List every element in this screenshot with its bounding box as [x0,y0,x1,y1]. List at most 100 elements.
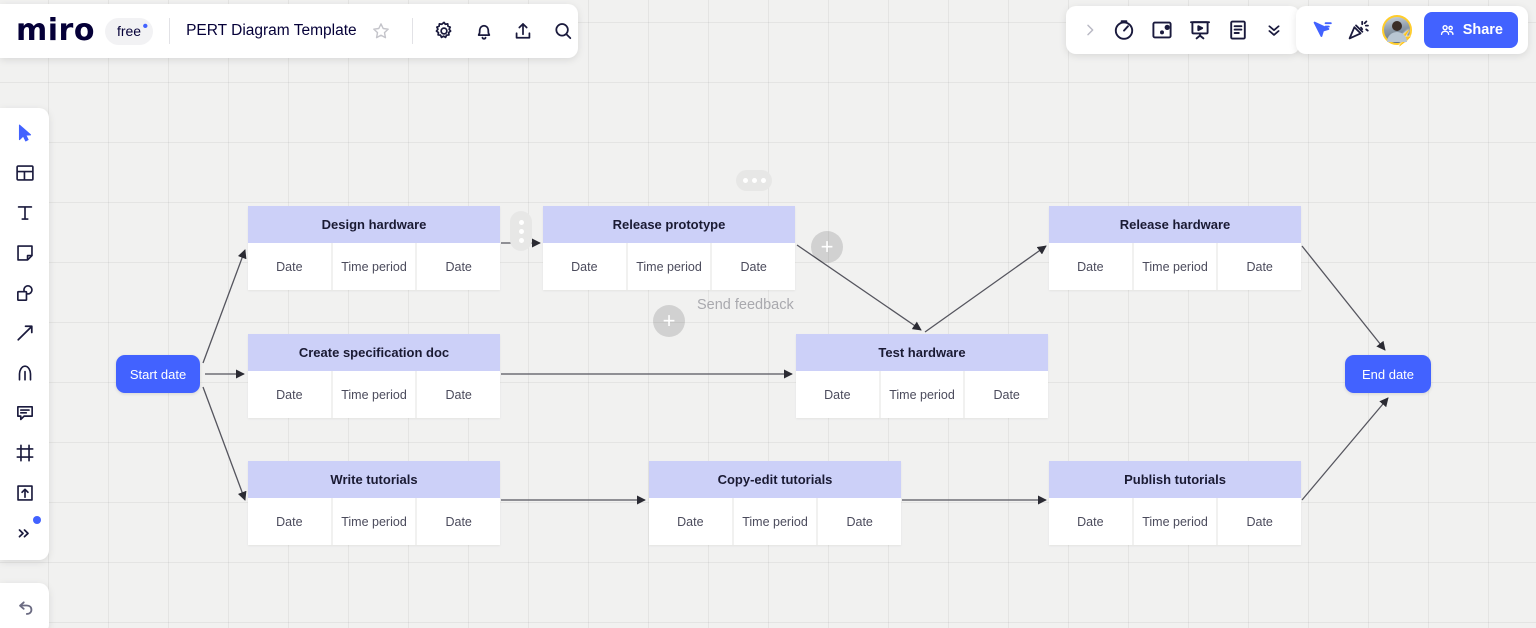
bell-icon[interactable] [469,16,499,46]
divider [412,18,414,44]
frame-tool[interactable] [10,438,40,468]
screen-share-icon[interactable] [1150,18,1174,42]
pen-tool[interactable] [10,358,40,388]
pert-cell-0[interactable]: Date [649,498,734,545]
plan-badge-dot: • [142,17,149,35]
pert-cell-0[interactable]: Date [543,243,628,290]
pert-cell-0[interactable]: Date [248,498,333,545]
cursor-share-icon[interactable] [1310,18,1334,42]
lightning-bolt-icon: ⚡ [1395,30,1414,47]
pert-cell-1[interactable]: Time period [333,243,418,290]
add-node-plus-button[interactable]: + [811,231,843,263]
undo-button[interactable] [0,583,49,628]
pert-cell-0[interactable]: Date [1049,243,1134,290]
pert-terminal-end[interactable]: End date [1345,355,1431,393]
pert-node-title: Test hardware [796,334,1048,371]
plan-badge[interactable]: free • [104,17,154,45]
divider [169,18,171,44]
avatar[interactable]: ⚡ [1381,15,1414,47]
timer-icon[interactable] [1112,18,1136,42]
pert-node-title: Publish tutorials [1049,461,1301,498]
top-bar-left: miro free • PERT Diagram Template [0,4,578,58]
upload-tool[interactable] [10,478,40,508]
connection-line-tool[interactable] [10,318,40,348]
pert-cell-2[interactable]: Date [846,514,873,529]
pert-cell-1[interactable]: Time period [734,498,819,545]
plan-badge-label: free [116,22,142,39]
upload-icon[interactable] [509,16,539,46]
pert-cell-2[interactable]: Date [1246,514,1273,529]
top-bar-account: ⚡ Share [1295,6,1528,54]
pert-cell-2[interactable]: Date [445,387,472,402]
gear-icon[interactable] [429,16,459,46]
send-feedback-label[interactable]: Send feedback [697,297,794,313]
pert-cell-0[interactable]: Date [796,371,881,418]
pert-node-title: Create specification doc [248,334,500,371]
pert-node-title: Copy-edit tutorials [649,461,901,498]
shapes-tool[interactable] [10,278,40,308]
comment-tool[interactable] [10,398,40,428]
pert-cell-1[interactable]: Time period [333,498,418,545]
pert-cell-1[interactable]: Time period [881,371,966,418]
more-tools-badge [32,516,41,524]
edge-handle-dots[interactable] [510,211,532,251]
pert-node-title: Write tutorials [248,461,500,498]
pert-cell-2[interactable]: Date [445,514,472,529]
pert-node-title: Release hardware [1049,206,1301,243]
pert-terminal-start[interactable]: Start date [116,355,200,393]
text-tool[interactable] [10,198,40,228]
chevron-double-down-icon[interactable] [1264,20,1284,40]
people-icon [1439,22,1456,39]
pert-cell-2[interactable]: Date [993,387,1020,402]
share-button-label: Share [1462,22,1503,38]
pert-cell-2[interactable]: Date [445,259,472,274]
celebrate-icon[interactable] [1346,18,1370,42]
add-node-plus-button[interactable]: + [653,305,685,337]
sticky-note-tool[interactable] [10,238,40,268]
canvas-context-dots[interactable] [736,170,772,191]
pert-cell-0[interactable]: Date [248,243,333,290]
pert-cell-1[interactable]: Time period [628,243,713,290]
share-button[interactable]: Share [1423,12,1518,48]
pert-cell-2[interactable]: Date [1246,259,1273,274]
templates-tool[interactable] [10,158,40,188]
more-tools[interactable] [10,516,41,548]
search-icon[interactable] [548,16,578,46]
select-tool[interactable] [10,118,40,148]
pert-cell-1[interactable]: Time period [1134,498,1219,545]
pert-cell-1[interactable]: Time period [333,371,418,418]
miro-logo[interactable]: miro [16,13,95,48]
chevron-right-icon[interactable] [1082,22,1098,38]
pert-cell-1[interactable]: Time period [1134,243,1219,290]
pert-cell-0[interactable]: Date [1049,498,1134,545]
notes-icon[interactable] [1226,18,1250,42]
pert-cell-2[interactable]: Date [740,259,767,274]
top-bar-tools [1066,6,1300,54]
pert-node-title: Release prototype [543,206,795,243]
undo-icon [14,598,36,620]
star-icon[interactable] [367,16,397,46]
page-title[interactable]: PERT Diagram Template [186,22,357,39]
pert-node-title: Design hardware [248,206,500,243]
presentation-icon[interactable] [1188,18,1212,42]
pert-cell-0[interactable]: Date [248,371,333,418]
left-toolbar [0,108,49,560]
